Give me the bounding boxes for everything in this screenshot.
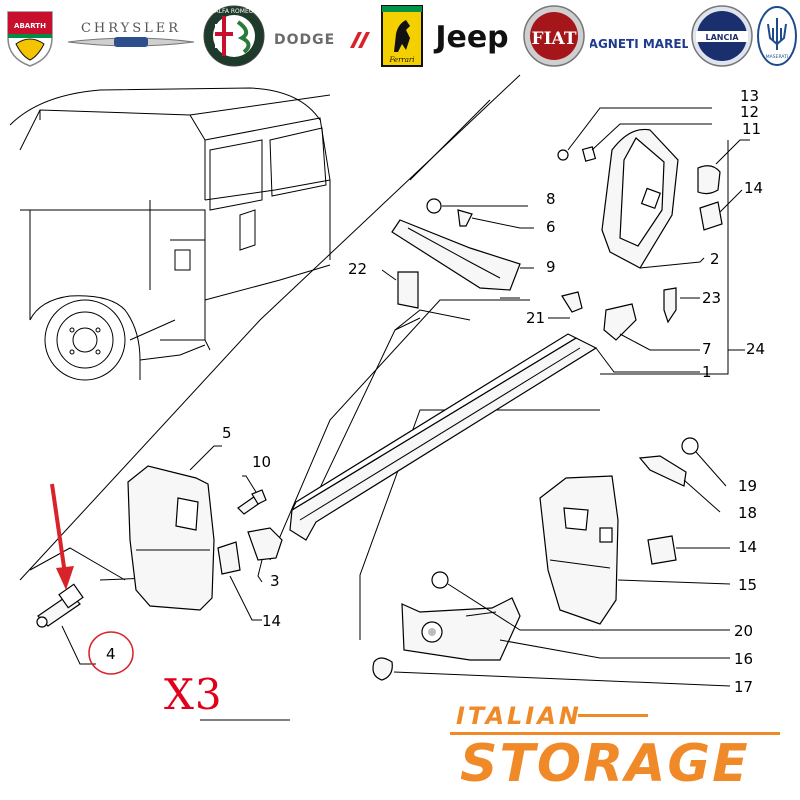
maserati-logo-text: MASERATI	[766, 54, 788, 60]
jeep-logo-text: Jeep	[433, 20, 508, 55]
logo-text-storage: STORAGE	[460, 734, 750, 794]
callout-2: 2	[710, 250, 720, 268]
van-illustration	[9, 87, 331, 381]
callout-17: 17	[734, 678, 753, 696]
hardware-13-12-11	[557, 107, 750, 231]
callout-22: 22	[348, 260, 367, 278]
callout-18: 18	[738, 504, 757, 522]
callout-14-right: 14	[738, 538, 757, 556]
callout-1: 1	[702, 363, 712, 381]
callout-14-left: 14	[262, 612, 281, 630]
maserati-logo: MASERATI	[757, 6, 797, 66]
abarth-logo: ABARTH	[7, 11, 53, 67]
ferrari-logo: Ferrari	[381, 5, 423, 67]
alfa-romeo-logo-text: ALFA ROMEO	[215, 8, 254, 15]
callout-23: 23	[702, 289, 721, 307]
callout-5: 5	[222, 424, 232, 442]
parts-20-16-17	[372, 571, 731, 687]
fiat-logo: FIAT	[523, 5, 585, 67]
callout-10: 10	[252, 453, 271, 471]
callout-numbers: 13 12 11 14 2 8 6 9 22 23 21 7 24 1 5 10…	[106, 87, 765, 696]
chrysler-logo: CHRYSLER	[67, 21, 195, 47]
callout-20: 20	[734, 622, 753, 640]
callout-15: 15	[738, 576, 757, 594]
chrysler-logo-text: CHRYSLER	[81, 21, 181, 36]
part-4-highlight-circle	[88, 631, 134, 675]
callout-13: 13	[740, 87, 759, 105]
lancia-logo-text: LANCIA	[705, 33, 739, 42]
ferrari-logo-text: Ferrari	[388, 56, 414, 64]
logo-bar-top	[578, 714, 648, 717]
callout-12: 12	[740, 103, 759, 121]
part-5-front-corner	[127, 445, 222, 611]
alfa-romeo-logo: ALFA ROMEO	[203, 5, 265, 67]
callout-11: 11	[742, 120, 761, 138]
callout-6: 6	[546, 218, 556, 236]
callout-14-top: 14	[744, 179, 763, 197]
parts-21-23-7	[548, 287, 700, 351]
logo-bar-mid	[450, 732, 780, 735]
jeep-logo: Jeep	[433, 20, 508, 55]
part-1-sill-strip	[289, 333, 700, 541]
callout-4: 4	[106, 645, 116, 663]
parts-10-3-14-left	[217, 475, 283, 621]
italian-storage-logo: ITALIAN STORAGE	[450, 700, 790, 796]
fiat-logo-text: FIAT	[532, 29, 577, 49]
bracket-9	[391, 198, 534, 291]
part-22-clip	[397, 271, 419, 309]
logo-text-italian: ITALIAN	[456, 702, 582, 730]
lancia-logo: LANCIA	[691, 5, 753, 67]
part-14-right-reflector	[647, 535, 677, 565]
part-2-rear-lamp	[601, 128, 705, 269]
callout-19: 19	[738, 477, 757, 495]
callout-24: 24	[746, 340, 765, 358]
abarth-logo-text: ABARTH	[14, 22, 46, 30]
callout-8: 8	[546, 190, 556, 208]
magneti-marelli-logo: MAGNETI MARELLI	[590, 37, 688, 51]
quantity-label: X3	[164, 670, 223, 719]
callout-7: 7	[702, 340, 712, 358]
callout-16: 16	[734, 650, 753, 668]
dodge-logo-text: DODGE	[274, 32, 335, 48]
magneti-marelli-logo-text: MAGNETI MARELLI	[590, 37, 688, 51]
brand-logo-bar: ABARTH CHRYSLER ALFA ROMEO DODGE	[0, 0, 800, 72]
part-15-rear-corner	[539, 475, 731, 625]
callout-21: 21	[526, 309, 545, 327]
parts-19-18	[638, 437, 727, 513]
part-4-connector	[36, 583, 96, 665]
callout-9: 9	[546, 258, 556, 276]
dodge-logo: DODGE	[274, 32, 370, 48]
callout-3: 3	[270, 572, 280, 590]
highlight-arrow	[50, 483, 74, 590]
